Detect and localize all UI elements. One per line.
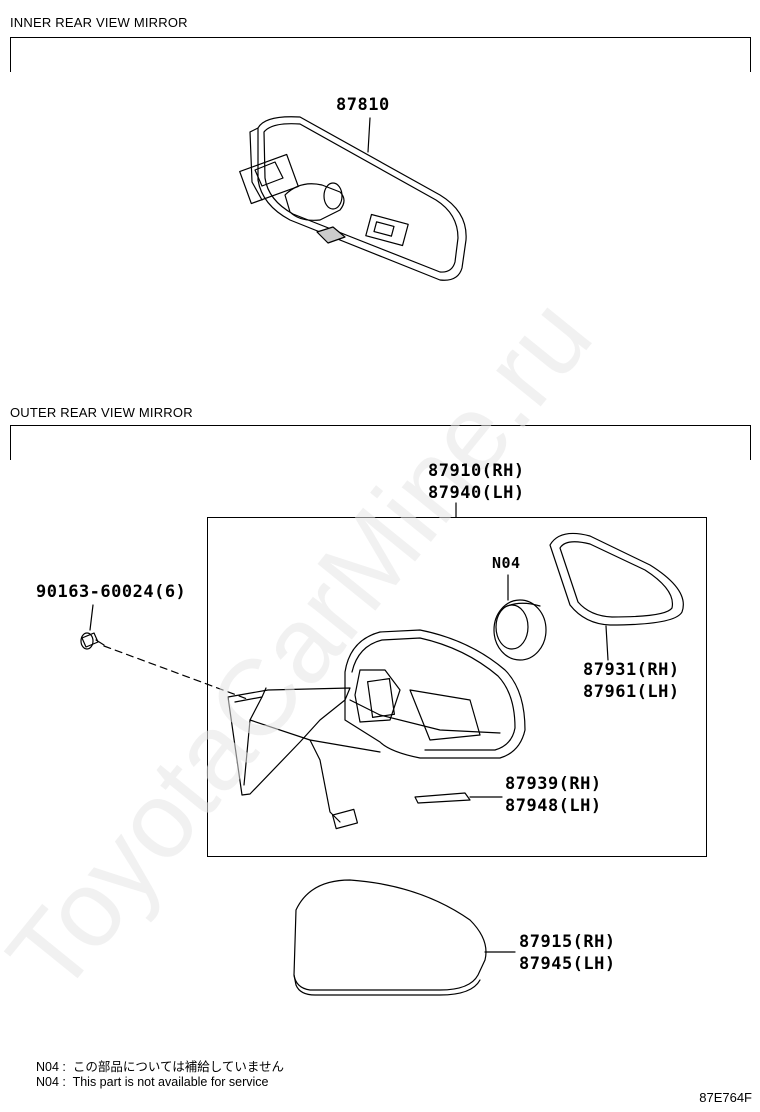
part-number-cover-lh[interactable]: 87945(LH) bbox=[519, 954, 616, 974]
part-number-outer-assy-lh[interactable]: 87940(LH) bbox=[428, 483, 525, 503]
part-number-outer-assy-rh[interactable]: 87910(RH) bbox=[428, 461, 525, 481]
part-number-lamp-rh[interactable]: 87939(RH) bbox=[505, 774, 602, 794]
part-number-n04[interactable]: N04 bbox=[492, 554, 521, 572]
part-number-glass-rh[interactable]: 87931(RH) bbox=[583, 660, 680, 680]
outer-mirror-assembly-box bbox=[207, 517, 707, 857]
n04-actuator-drawing bbox=[493, 574, 547, 661]
inner-section-title: INNER REAR VIEW MIRROR bbox=[10, 15, 188, 30]
note-english: N04 : This part is not available for ser… bbox=[36, 1075, 269, 1089]
part-number-screw[interactable]: 90163-60024(6) bbox=[36, 582, 187, 602]
part-number-inner-mirror[interactable]: 87810 bbox=[336, 95, 390, 115]
outer-section-title: OUTER REAR VIEW MIRROR bbox=[10, 405, 193, 420]
outer-section-bracket bbox=[10, 425, 751, 460]
inner-mirror-drawing bbox=[239, 116, 467, 281]
mirror-housing-drawing bbox=[344, 629, 526, 759]
inner-section-bracket bbox=[10, 37, 751, 72]
screw-drawing bbox=[80, 604, 251, 701]
part-number-lamp-lh[interactable]: 87948(LH) bbox=[505, 796, 602, 816]
mirror-base-drawing bbox=[227, 687, 381, 830]
mirror-glass-drawing bbox=[549, 532, 684, 661]
note-japanese: N04 : この部品については補給していません bbox=[36, 1060, 284, 1074]
diagram-code: 87E764F bbox=[699, 1090, 752, 1105]
mirror-cover-drawing bbox=[293, 879, 516, 996]
part-number-cover-rh[interactable]: 87915(RH) bbox=[519, 932, 616, 952]
side-turn-lamp-drawing bbox=[414, 792, 503, 804]
part-number-glass-lh[interactable]: 87961(LH) bbox=[583, 682, 680, 702]
